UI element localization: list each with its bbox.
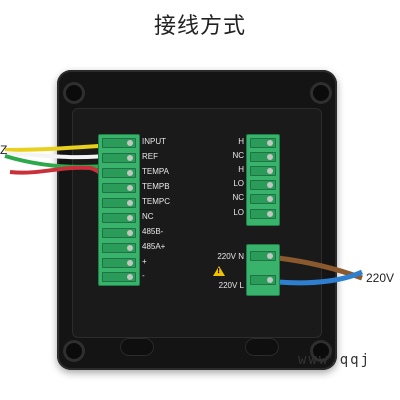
terminal-label-h: H — [238, 165, 244, 174]
terminal-label-485b: 485B- — [142, 227, 164, 236]
white-wire — [4, 151, 114, 160]
left-edge-mark: Z — [0, 143, 8, 157]
corner-screw — [63, 82, 85, 104]
terminal-label-input: INPUT — [142, 137, 166, 146]
left-terminal-block — [98, 134, 140, 286]
terminal-label-tempc: TEMPC — [142, 197, 170, 206]
terminal-label-lo: LO — [233, 208, 244, 217]
terminal-label-minus: - — [142, 271, 145, 280]
terminal-label-220v-l: 220V L — [218, 281, 244, 290]
terminal-label-nc: NC — [142, 212, 154, 221]
watermark: www.qqj — [298, 352, 372, 368]
mounting-nub — [245, 338, 279, 356]
terminal-label-plus: + — [142, 257, 147, 266]
power-terminal-block — [246, 244, 280, 296]
terminal-label-nc: NC — [232, 193, 244, 202]
terminal-label-220v-n: 220V N — [217, 252, 244, 261]
mounting-nub — [120, 338, 154, 356]
warning-icon — [213, 266, 225, 276]
blue-wire — [277, 269, 364, 286]
terminal-label-tempa: TEMPA — [142, 167, 169, 176]
terminal-label-h: H — [238, 137, 244, 146]
terminal-label-nc: NC — [232, 151, 244, 160]
terminal-label-ref: REF — [142, 152, 158, 161]
power-label-column: 220V N 220V L — [190, 0, 244, 400]
terminal-label-485a: 485A+ — [142, 242, 166, 251]
yellow-wire — [4, 143, 114, 152]
terminal-label-tempb: TEMPB — [142, 182, 170, 191]
right-top-label-column: H NC H LO NC LO — [200, 0, 244, 400]
corner-screw — [310, 340, 332, 362]
corner-screw — [310, 82, 332, 104]
terminal-label-lo: LO — [233, 179, 244, 188]
power-label: 220V — [366, 271, 395, 285]
page-title: 接线方式 — [153, 14, 246, 39]
right-top-terminal-block — [246, 134, 280, 226]
corner-screw — [63, 340, 85, 362]
